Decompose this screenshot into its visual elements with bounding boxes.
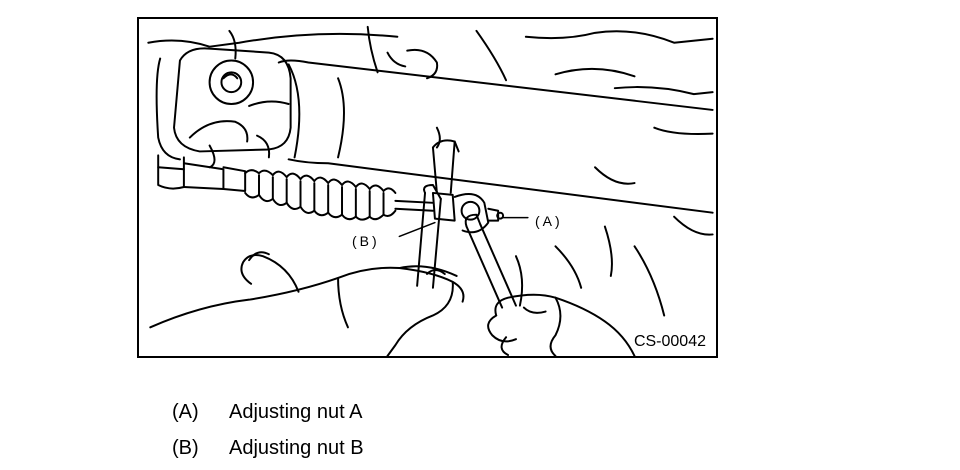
figure-code: CS-00042 bbox=[633, 333, 706, 351]
figure-illustration: (A) (B) CS-00042 bbox=[137, 17, 718, 358]
legend-text: Adjusting nut B bbox=[229, 437, 364, 459]
parking-brake-cable bbox=[157, 154, 247, 192]
legend: (A) Adjusting nut A (B) Adjusting nut B bbox=[172, 394, 364, 466]
drive-shaft bbox=[155, 57, 714, 214]
legend-key: (B) bbox=[172, 437, 199, 459]
adjuster-rod bbox=[394, 191, 505, 234]
legend-item-a: (A) Adjusting nut A bbox=[172, 394, 364, 430]
rubber-boot bbox=[244, 169, 397, 221]
legend-text: Adjusting nut A bbox=[229, 401, 363, 423]
legend-item-b: (B) Adjusting nut B bbox=[172, 430, 364, 466]
legend-key: (A) bbox=[172, 401, 199, 423]
leader-lines bbox=[398, 216, 529, 238]
callout-a-label: (A) bbox=[535, 213, 563, 229]
background-structure bbox=[147, 25, 714, 317]
wrenches bbox=[416, 184, 517, 309]
right-hand bbox=[487, 293, 636, 356]
left-hand bbox=[149, 251, 465, 356]
mounting-bracket bbox=[431, 126, 460, 194]
line-drawing bbox=[147, 25, 714, 356]
universal-joint bbox=[173, 47, 292, 169]
callout-b-label: (B) bbox=[352, 233, 380, 249]
